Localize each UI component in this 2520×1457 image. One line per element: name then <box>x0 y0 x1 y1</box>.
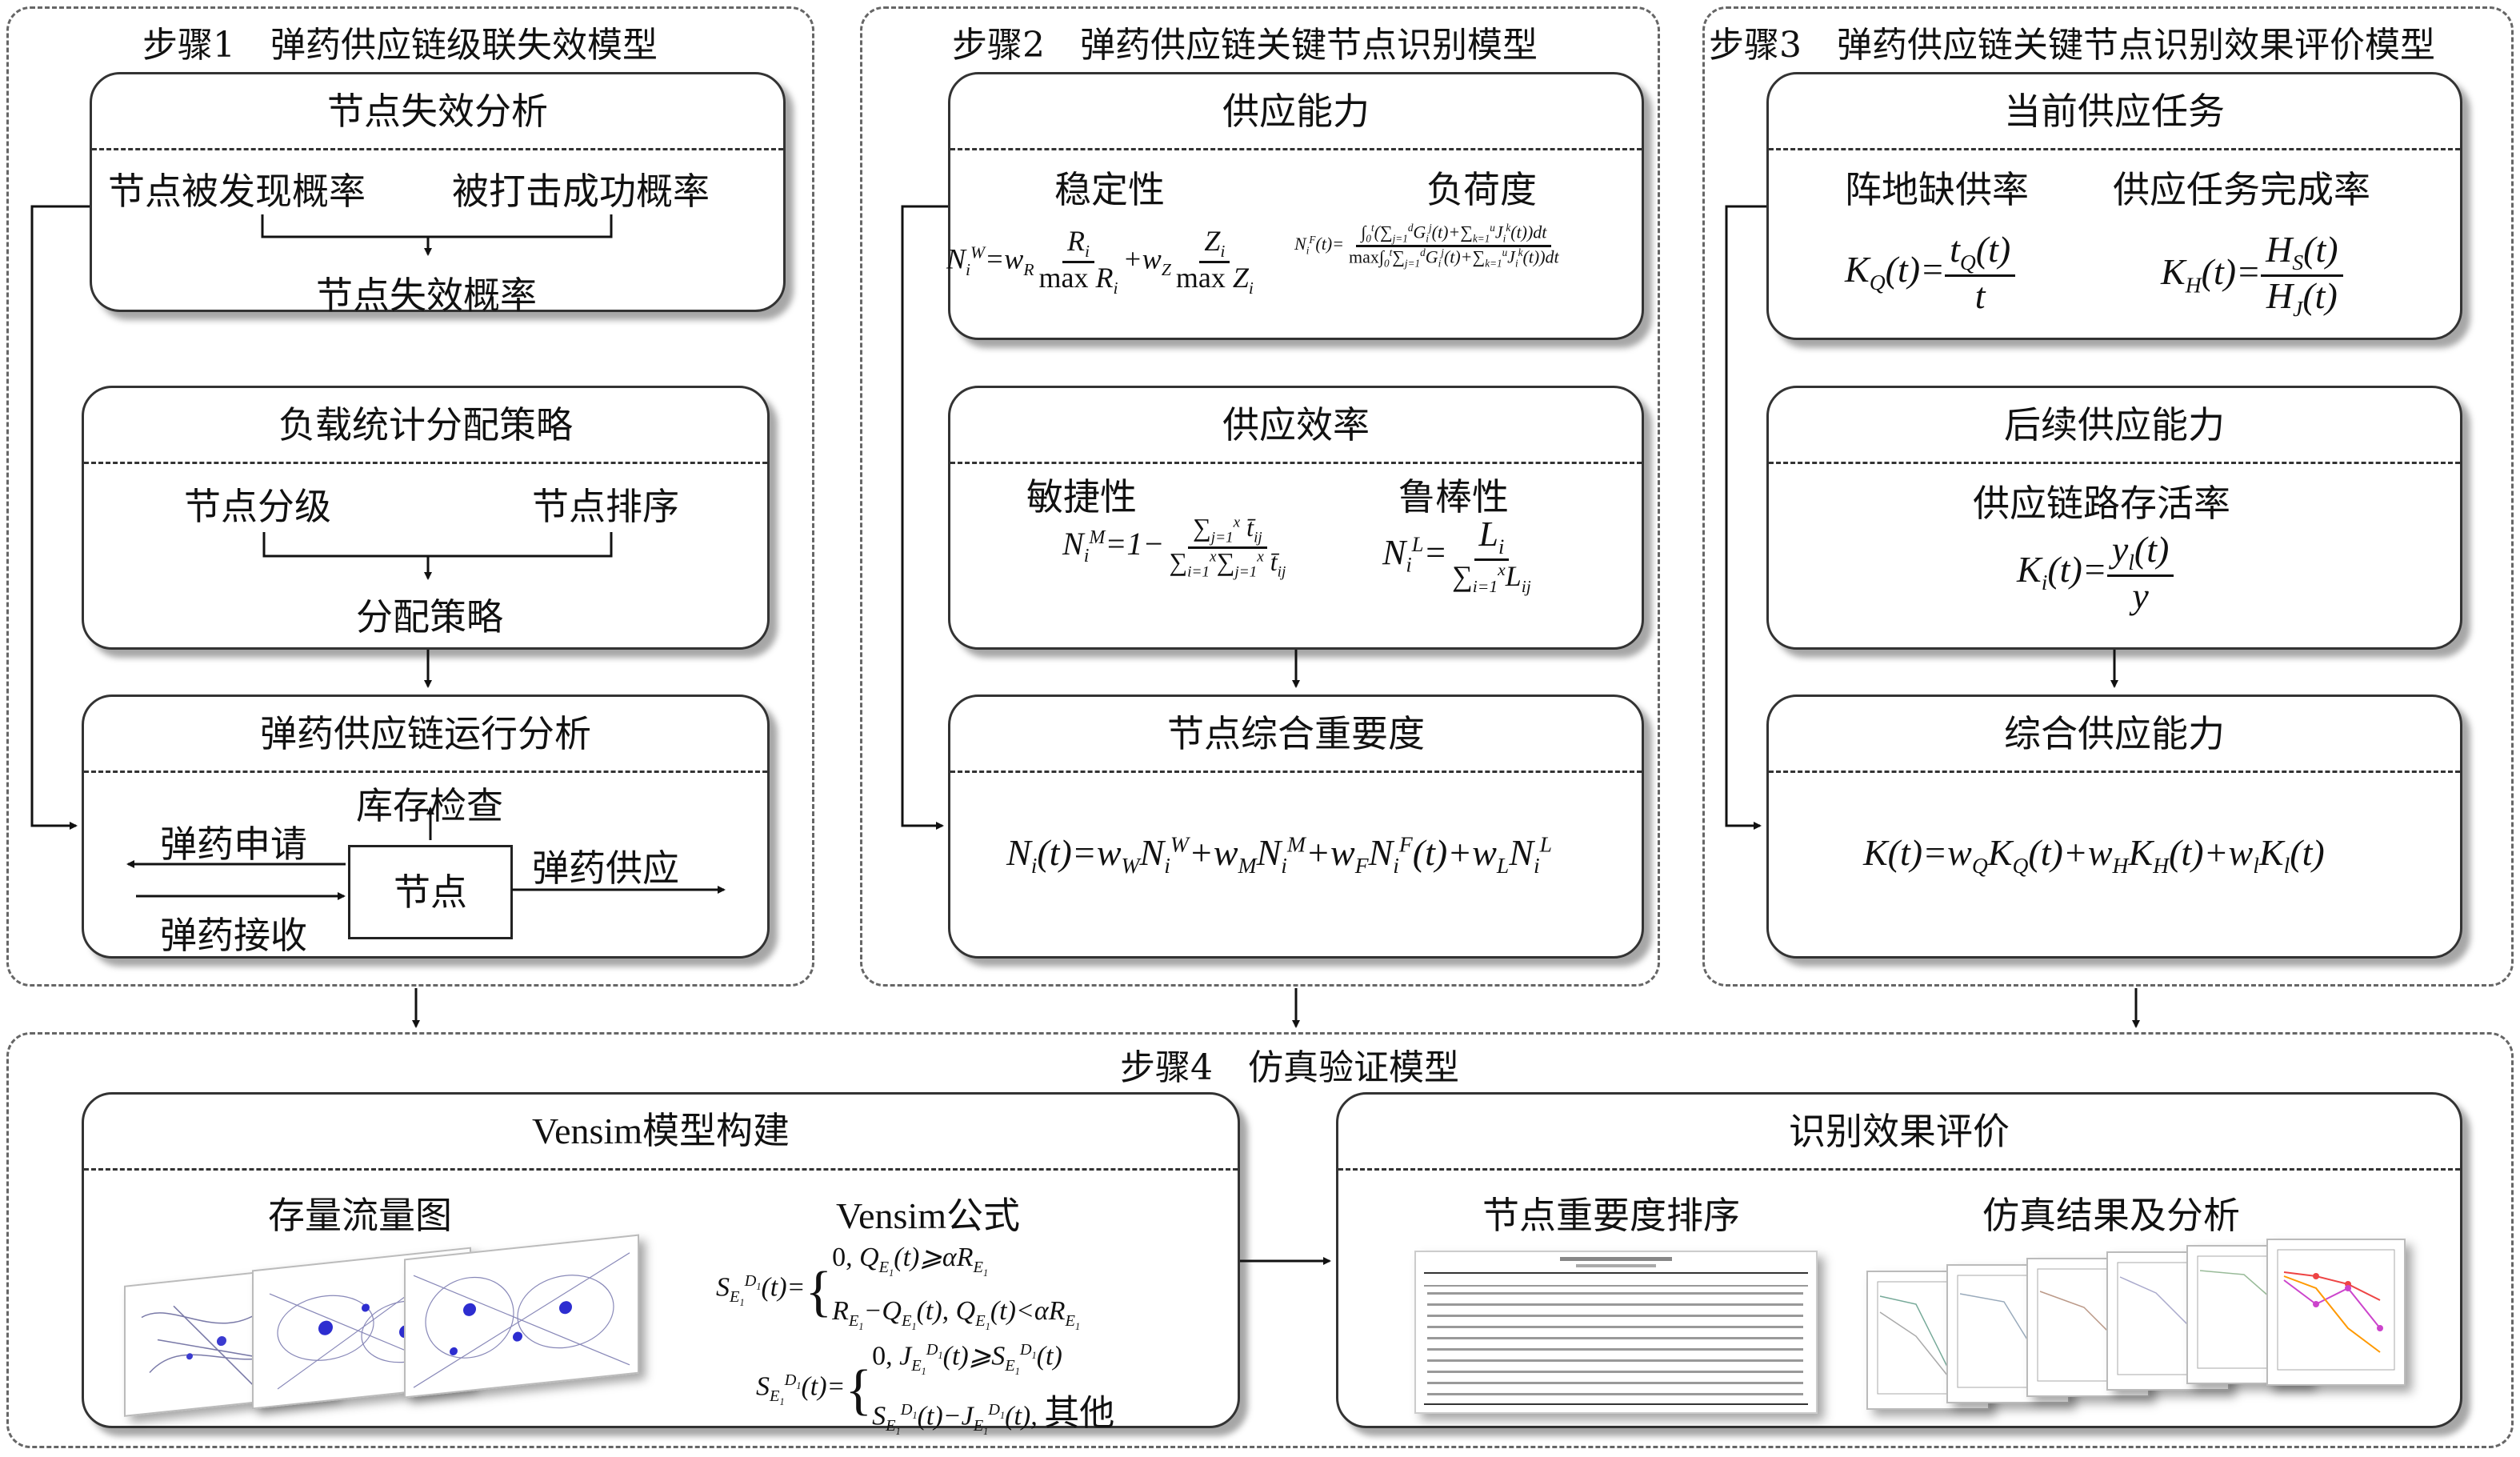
node-failure-box: 节点失效分析 节点被发现概率 被打击成功概率 节点失效概率 <box>90 72 786 317</box>
operation-head: 弹药供应链运行分析 <box>84 697 767 773</box>
importance-ranking-label: 节点重要度排序 <box>1482 1194 1740 1237</box>
vensim-box: Vensim模型构建 存量流量图 Vensim公式 SE1D1(t)={0, Q… <box>82 1092 1240 1437</box>
supply-efficiency-head: 供应效率 <box>950 388 1642 464</box>
load-strategy-head: 负载统计分配策略 <box>84 388 767 464</box>
allocation-label: 分配策略 <box>356 595 503 638</box>
vensim-head: Vensim模型构建 <box>84 1095 1238 1171</box>
sim-chart-6-graphic <box>2277 1249 2395 1371</box>
overall-formula: K(t)=wQKQ(t)+wHKH(t)+wlKl(t) <box>1863 832 2325 879</box>
supply-capacity-head: 供应能力 <box>950 74 1642 150</box>
overall-capacity-head: 综合供应能力 <box>1769 697 2460 773</box>
step3-container <box>1702 6 2514 987</box>
strike-prob-label: 被打击成功概率 <box>452 170 710 213</box>
node-grading-label: 节点分级 <box>184 485 331 528</box>
step2-title: 步骤2 弹药供应链关键节点识别模型 <box>952 25 1538 66</box>
detect-prob-label: 节点被发现概率 <box>108 170 366 213</box>
ranking-table-image <box>1414 1251 1818 1414</box>
step1-container <box>6 6 814 987</box>
failure-prob-label: 节点失效概率 <box>316 274 537 317</box>
load-strategy-box: 负载统计分配策略 节点分级 节点排序 分配策略 <box>82 386 770 650</box>
importance-formula: Ni(t)=wWNiW+wMNiM+wFNiF(t)+wLNiL <box>1006 831 1552 879</box>
node-rect: 节点 <box>348 845 513 939</box>
vensim-formula-2: SE1D1(t)={0, JE1D1(t)⩾SE1D1(t)SE1D1(t)−J… <box>756 1341 1115 1438</box>
supply-efficiency-box: 供应效率 敏捷性 鲁棒性 NiM=1−∑j=1x t̄ij∑i=1x∑j=1x … <box>948 386 1644 650</box>
subsequent-capacity-box: 后续供应能力 供应链路存活率 Ki(t)=yl(t)y <box>1766 386 2462 650</box>
request-label: 弹药申请 <box>160 823 307 866</box>
vensim-formula-label: Vensim公式 <box>836 1195 1020 1236</box>
receive-label: 弹药接收 <box>160 914 307 957</box>
survival-label: 供应链路存活率 <box>1973 482 2230 525</box>
node-ranking-label: 节点排序 <box>532 485 679 528</box>
supply-label: 弹药供应 <box>532 847 679 890</box>
ranking-table-graphic <box>1424 1257 1808 1405</box>
step4-title: 步骤4 仿真验证模型 <box>1120 1047 1459 1088</box>
subsequent-capacity-head: 后续供应能力 <box>1769 388 2460 464</box>
robustness-formula: NiL=Li∑i=1xLij <box>1382 514 1531 596</box>
other-label: 其他 <box>1044 1393 1115 1433</box>
step3-title: 步骤3 弹药供应链关键节点识别效果评价模型 <box>1709 25 2435 66</box>
step1-title: 步骤1 弹药供应链级联失效模型 <box>142 25 658 66</box>
completion-label: 供应任务完成率 <box>2113 168 2370 211</box>
stability-label: 稳定性 <box>1054 168 1165 211</box>
node-importance-box: 节点综合重要度 Ni(t)=wWNiW+wMNiM+wFNiF(t)+wLNiL <box>948 694 1644 959</box>
node-importance-head: 节点综合重要度 <box>950 697 1642 773</box>
node-label: 节点 <box>394 871 467 914</box>
survival-formula: Ki(t)=yl(t)y <box>2017 530 2174 615</box>
stock-flow-graph-3 <box>413 1252 630 1388</box>
current-task-box: 当前供应任务 阵地缺供率 供应任务完成率 KQ(t)=tQ(t)t KH(t)=… <box>1766 72 2462 340</box>
shortage-label: 阵地缺供率 <box>1845 168 2029 211</box>
stock-flow-label: 存量流量图 <box>268 1194 452 1237</box>
overall-capacity-box: 综合供应能力 K(t)=wQKQ(t)+wHKH(t)+wlKl(t) <box>1766 694 2462 959</box>
current-task-head: 当前供应任务 <box>1769 74 2460 150</box>
step4-container <box>6 1032 2514 1448</box>
step2-container <box>860 6 1660 987</box>
agility-formula: NiM=1−∑j=1x t̄ij∑i=1x∑j=1x t̄ij <box>1062 513 1286 580</box>
evaluation-box: 识别效果评价 节点重要度排序 仿真结果及分析 <box>1336 1092 2462 1428</box>
robustness-label: 鲁棒性 <box>1398 475 1509 518</box>
sim-chart-6 <box>2266 1239 2406 1386</box>
agility-label: 敏捷性 <box>1026 475 1137 518</box>
stock-flow-image-3 <box>404 1234 639 1399</box>
evaluation-head: 识别效果评价 <box>1338 1095 2460 1171</box>
completion-formula: KH(t)=HS(t)HJ(t) <box>2161 230 2343 321</box>
load-label: 负荷度 <box>1426 168 1537 211</box>
simulation-results-label: 仿真结果及分析 <box>1982 1194 2240 1237</box>
shortage-formula: KQ(t)=tQ(t)t <box>1845 230 2016 315</box>
node-failure-head: 节点失效分析 <box>92 74 783 150</box>
